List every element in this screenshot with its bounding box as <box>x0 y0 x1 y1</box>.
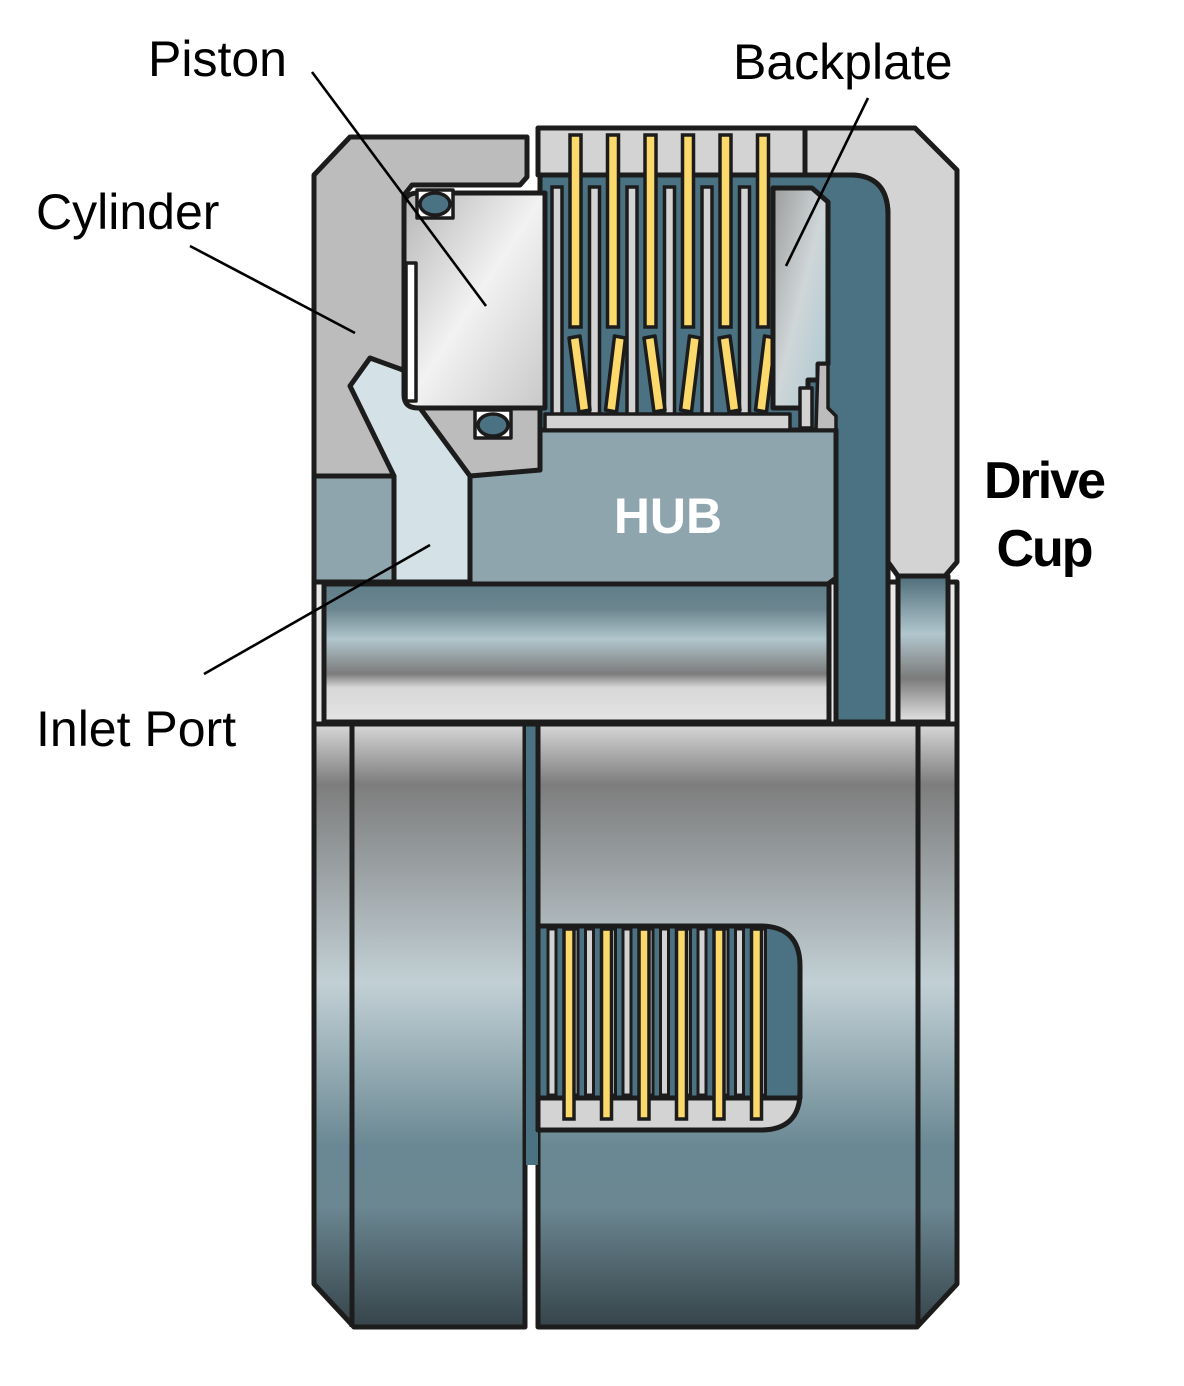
drive-cup-shaft <box>895 573 951 725</box>
snap-ring <box>798 362 838 432</box>
friction-disc-upper <box>605 133 621 329</box>
backplate-leader <box>784 97 870 267</box>
separator-plate <box>700 185 714 429</box>
friction-disc-upper-lower-segment <box>603 334 628 414</box>
friction-disc-lower <box>637 927 651 1121</box>
piston <box>401 190 548 411</box>
disc-base-rail <box>543 412 792 432</box>
hub-label: HUB <box>614 488 722 544</box>
separator-plate-lower <box>584 927 595 1097</box>
lower-disc-pack <box>535 721 803 1133</box>
drive-cup-label-line2: Cup <box>996 520 1091 578</box>
separator-plate <box>737 185 752 429</box>
separator-plate <box>550 185 564 429</box>
upper-disc-pack <box>550 133 778 429</box>
cylinder-label: Cylinder <box>36 184 219 240</box>
separator-plate <box>587 185 602 429</box>
piston-label: Piston <box>148 31 287 87</box>
cylinder-leader <box>189 244 356 335</box>
friction-disc-upper <box>568 133 583 329</box>
separator-plate-lower <box>546 927 558 1097</box>
separator-plate <box>662 185 677 429</box>
friction-disc-upper <box>755 133 771 329</box>
o-ring-bottom <box>473 408 513 440</box>
friction-disc-lower <box>562 927 576 1121</box>
friction-disc-lower <box>712 927 726 1121</box>
friction-disc-upper-lower-segment <box>567 334 592 414</box>
piston-gap <box>404 261 418 403</box>
friction-disc-lower <box>599 927 614 1121</box>
friction-disc-lower <box>749 927 764 1121</box>
friction-disc-upper-lower-segment <box>642 334 667 414</box>
separator-plate-lower <box>696 927 708 1097</box>
inlet-port-leader <box>203 543 431 676</box>
drive-cup-label-line1: Drive <box>984 452 1105 510</box>
separator-plate <box>625 185 639 429</box>
friction-disc-upper <box>680 133 696 329</box>
hub-left <box>311 473 397 585</box>
separator-plate-lower <box>659 927 670 1097</box>
shaft <box>321 581 832 725</box>
friction-disc-upper-lower-segment <box>717 334 742 414</box>
inlet-port-label: Inlet Port <box>36 701 236 757</box>
piston-leader <box>310 71 488 307</box>
friction-disc-lower <box>674 927 689 1121</box>
separator-plate-lower <box>734 927 745 1097</box>
o-ring-top <box>415 188 455 220</box>
friction-disc-upper <box>643 133 658 329</box>
separator-plate-lower <box>621 927 633 1097</box>
friction-disc-upper-lower-segment <box>678 334 703 414</box>
backplate-label: Backplate <box>733 34 953 90</box>
friction-disc-upper <box>718 133 733 329</box>
